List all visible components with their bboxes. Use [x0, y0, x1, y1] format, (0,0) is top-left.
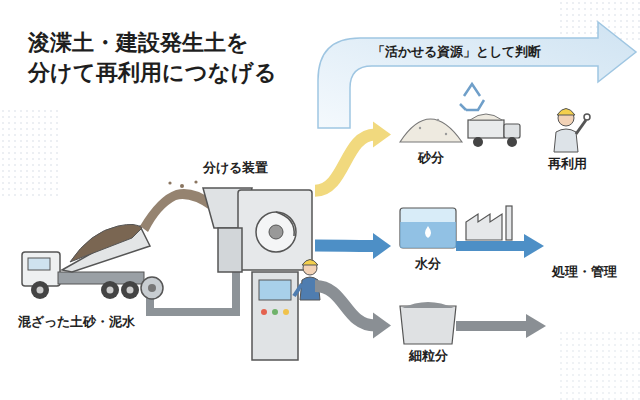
recycle-icon [460, 84, 484, 110]
worker-ok [554, 109, 590, 153]
node-box: 分ける装置 [203, 160, 315, 300]
node-label: 砂分 [418, 150, 444, 166]
arrow-shaft [315, 239, 375, 252]
arrow-shaft [315, 286, 375, 326]
node-label: 分ける装置 [203, 160, 268, 176]
separator-machine [203, 188, 312, 360]
truck [468, 114, 520, 147]
node-box: 水分 [395, 200, 461, 272]
operator [294, 260, 320, 301]
node-label: 混ざった土砂・泥水 [18, 314, 135, 330]
arrow-head [373, 233, 391, 259]
node-box: 混ざった土砂・泥水 [18, 205, 158, 330]
title: 浚渫土・建設発生土を 分けて再利用につなげる [28, 28, 278, 87]
factory [466, 206, 512, 240]
annotation-label: 「活かせる資源」として判断 [372, 44, 541, 60]
dump-truck [22, 224, 150, 299]
flow-arrow [315, 122, 391, 191]
annotation-label: 処理・管理 [552, 264, 617, 280]
node-box: 砂分 [395, 96, 467, 166]
arrow-shaft [315, 135, 375, 191]
node-label: 細粒分 [409, 348, 448, 364]
arrow-head [373, 313, 391, 339]
arrow-head [373, 122, 391, 148]
flow-arrow [315, 233, 391, 259]
annotation-label: 再利用 [548, 156, 587, 172]
flow-arrow [315, 286, 391, 339]
node-box: 細粒分 [395, 294, 461, 364]
node-label: 水分 [415, 256, 441, 272]
